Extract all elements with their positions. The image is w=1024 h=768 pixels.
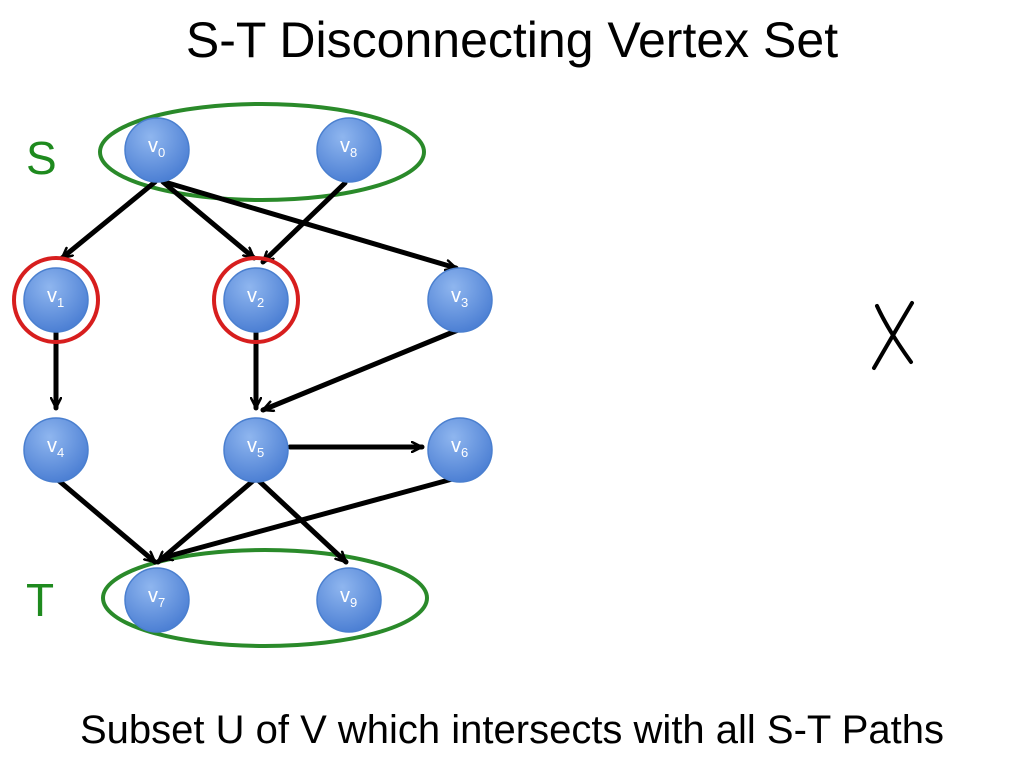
node-circle bbox=[23, 267, 89, 333]
node-circle bbox=[223, 267, 289, 333]
node-circle bbox=[316, 567, 382, 633]
target-set-ellipse bbox=[101, 548, 429, 648]
node-circle bbox=[427, 417, 493, 483]
caption: Subset U of V which intersects with all … bbox=[79, 708, 945, 752]
edge-v0-v2 bbox=[160, 179, 257, 261]
page-title: S-T Disconnecting Vertex Set bbox=[185, 12, 839, 68]
target-set-label: T bbox=[26, 574, 54, 626]
node-circle bbox=[427, 267, 493, 333]
highlight-ring-v2 bbox=[212, 256, 300, 344]
node-v7: v7 bbox=[124, 567, 190, 633]
edge-layer bbox=[55, 179, 461, 565]
highlight-layer bbox=[12, 256, 300, 344]
node-circle bbox=[316, 117, 382, 183]
source-set-label: S bbox=[26, 132, 57, 184]
highlight-ring-v1 bbox=[12, 256, 100, 344]
node-circle bbox=[124, 117, 190, 183]
node-v4: v4 bbox=[23, 417, 89, 483]
edge-v0-v3 bbox=[165, 180, 459, 268]
node-v6: v6 bbox=[427, 417, 493, 483]
node-v8: v8 bbox=[316, 117, 382, 183]
source-set-ellipse bbox=[98, 102, 426, 202]
edge-v0-v1 bbox=[59, 179, 158, 261]
node-layer: v0 v8 v1 v2 v3 v4 v5 v6 v7 v9 bbox=[23, 117, 493, 633]
node-v9: v9 bbox=[316, 567, 382, 633]
node-v2: v2 bbox=[223, 267, 289, 333]
node-v0: v0 bbox=[124, 117, 190, 183]
edge-v5-v7 bbox=[155, 477, 257, 565]
node-circle bbox=[23, 417, 89, 483]
node-v1: v1 bbox=[23, 267, 89, 333]
edge-v4-v7 bbox=[55, 477, 158, 565]
edge-v8-v2 bbox=[260, 180, 348, 265]
edge-v3-v5 bbox=[260, 327, 461, 413]
x-mark bbox=[872, 301, 914, 370]
node-circle bbox=[124, 567, 190, 633]
node-circle bbox=[223, 417, 289, 483]
edge-v6-v7 bbox=[159, 475, 459, 558]
node-v5: v5 bbox=[223, 417, 289, 483]
node-v3: v3 bbox=[427, 267, 493, 333]
